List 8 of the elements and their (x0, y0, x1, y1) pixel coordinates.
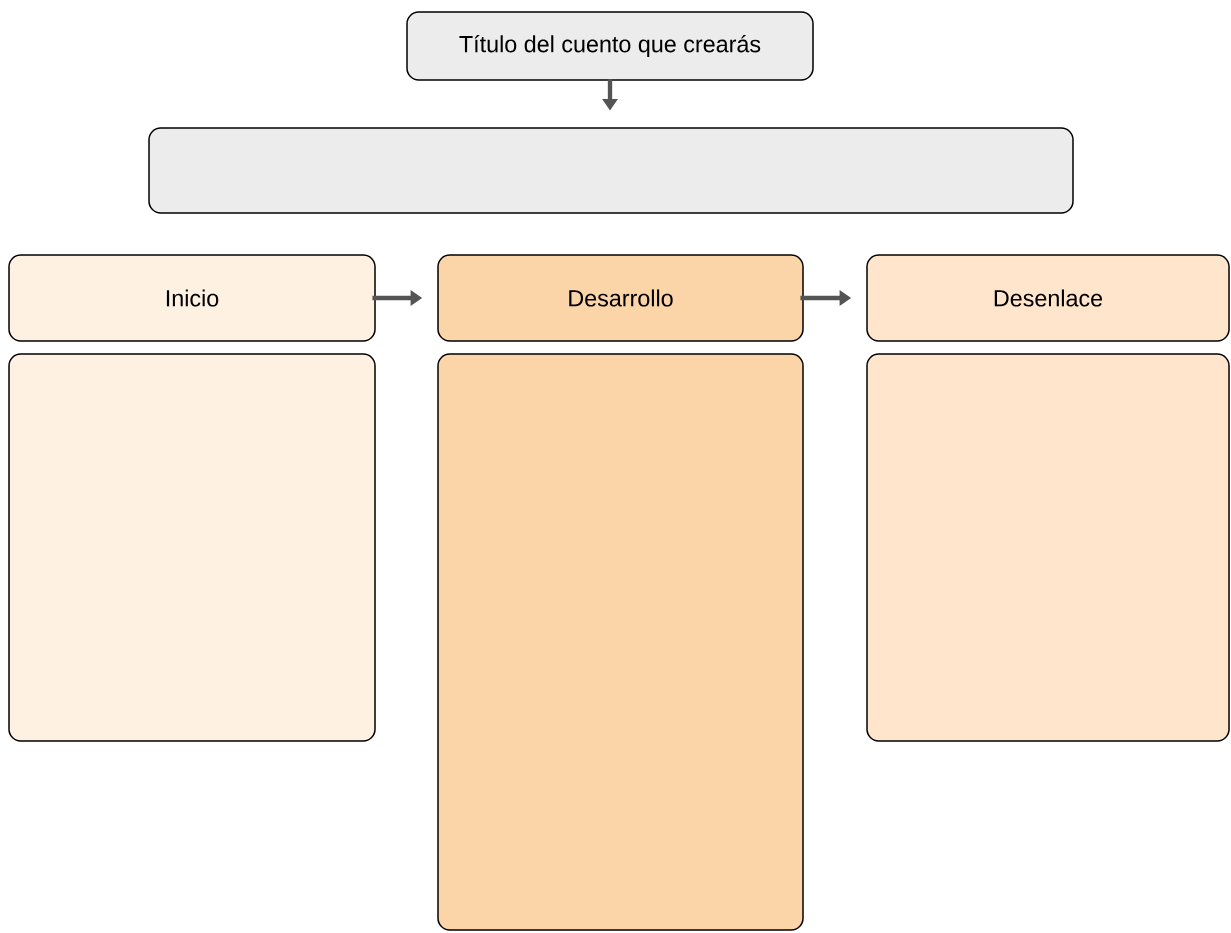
heading-box: Desarrollo (437, 254, 804, 342)
empty-box (148, 127, 1074, 214)
empty-box (8, 353, 376, 742)
empty-box (866, 353, 1230, 742)
empty-box (437, 353, 804, 931)
heading-box: Desenlace (866, 254, 1230, 342)
heading-box: Inicio (8, 254, 376, 342)
title-box: Título del cuento que crearás (406, 11, 814, 81)
